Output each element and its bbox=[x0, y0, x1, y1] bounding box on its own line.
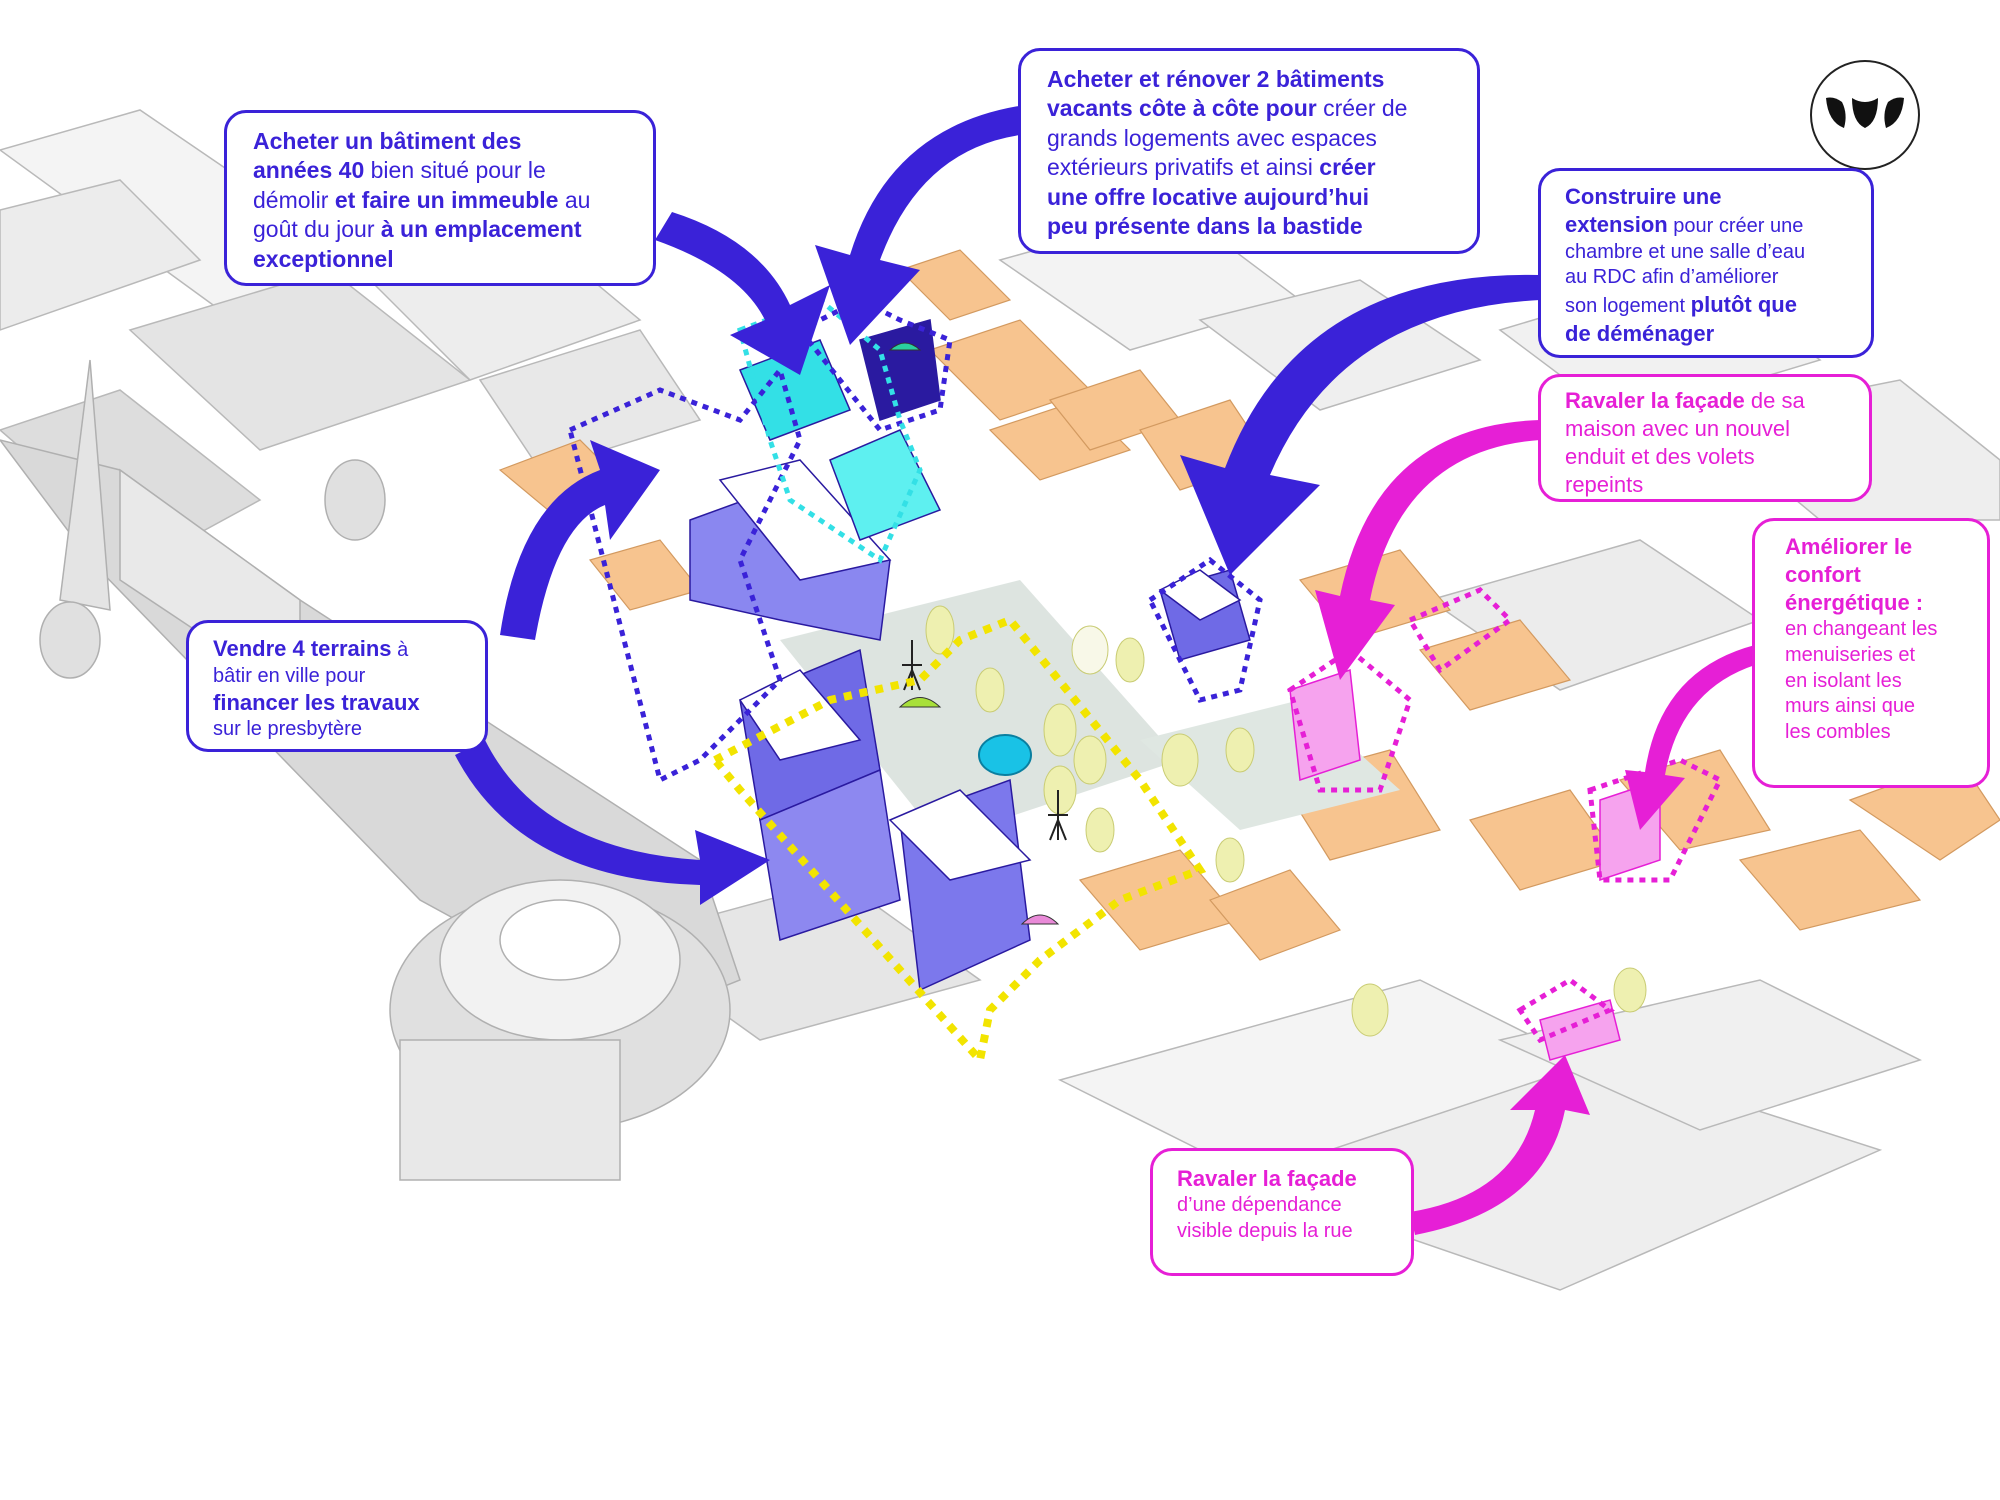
c3-line3: chambre et une salle d’eau bbox=[1565, 240, 1806, 263]
arrow-to-40s-building bbox=[655, 212, 830, 375]
blue-arrows bbox=[455, 105, 1540, 905]
umbrella-icon bbox=[888, 342, 1060, 925]
c2-line1: Acheter et rénover 2 bâtiments bbox=[1047, 66, 1385, 92]
c6-line2: bâtir en ville pour bbox=[213, 664, 366, 687]
pool-icon bbox=[978, 734, 1032, 776]
c4-line2: maison avec un nouvel bbox=[1565, 416, 1791, 442]
callout-sell-four-lands: Vendre 4 terrains à bâtir en ville pour … bbox=[186, 620, 488, 752]
arrow-to-twin-buildings bbox=[815, 105, 1025, 345]
c3-line4: au RDC afin d’améliorer bbox=[1565, 266, 1779, 289]
c6-line1-text: à bbox=[391, 639, 409, 661]
cyan-project-outline bbox=[736, 297, 923, 564]
callout-energy-comfort: Améliorer le confort énergétique : en ch… bbox=[1752, 518, 1990, 788]
c1-line4-bold: à un emplacement bbox=[380, 216, 582, 243]
c6-line3: financer les travaux bbox=[213, 690, 420, 716]
callout-resurface-house-facade: Ravaler la façade de sa maison avec un n… bbox=[1538, 374, 1872, 502]
c4-line3: enduit et des volets bbox=[1565, 444, 1755, 470]
logo-leaves-icon bbox=[1826, 97, 1904, 128]
c3-line2-text: pour créer une bbox=[1667, 215, 1804, 238]
c2-line5: une offre locative aujourd’hui bbox=[1047, 183, 1370, 210]
c1-line5: exceptionnel bbox=[253, 245, 394, 272]
c1-line3-bold: et faire un immeuble bbox=[334, 186, 559, 213]
c2-line6: peu présente dans la bastide bbox=[1047, 213, 1363, 240]
c3-line1: Construire une bbox=[1565, 184, 1722, 209]
blue-project-outlines bbox=[567, 297, 1263, 784]
c2-line4-text: extérieurs privatifs et ainsi bbox=[1047, 154, 1320, 181]
project-buildings bbox=[689, 319, 1251, 992]
c1-line3-tail: au bbox=[558, 186, 591, 213]
c3-line6: de déménager bbox=[1565, 320, 1715, 346]
c5-line4: en changeant les bbox=[1785, 618, 1938, 641]
c1-line3-text: démolir bbox=[253, 186, 335, 213]
arrow-to-extension bbox=[1180, 274, 1540, 575]
c3-line2-bold: extension bbox=[1565, 212, 1668, 238]
c5-line2: confort bbox=[1785, 562, 1861, 588]
c5-line6: en isolant les bbox=[1785, 669, 1902, 692]
c7-line2: d’une dépendance bbox=[1177, 1194, 1342, 1217]
c6-line1-bold: Vendre 4 terrains bbox=[213, 636, 392, 661]
callout-resurface-outbuilding: Ravaler la façade d’une dépendance visib… bbox=[1150, 1148, 1414, 1276]
context-buildings bbox=[0, 109, 2000, 1291]
arrow-to-outbuilding bbox=[1410, 1055, 1590, 1235]
arrow-sell-lands-top bbox=[500, 440, 660, 640]
c3-line5-text: son logement bbox=[1565, 294, 1691, 317]
c2-line4-bold: créer bbox=[1319, 154, 1376, 181]
callout-buy-1940s-building: Acheter un bâtiment des années 40 bien s… bbox=[224, 110, 656, 286]
c5-line8: les combles bbox=[1785, 720, 1891, 743]
c7-line1: Ravaler la façade bbox=[1177, 1166, 1357, 1191]
c2-line2-bold: vacants côte à côte pour bbox=[1047, 95, 1317, 122]
c5-line7: murs ainsi que bbox=[1785, 695, 1916, 718]
c2-line3: grands logements avec espaces bbox=[1047, 124, 1377, 151]
c6-line4: sur le presbytère bbox=[213, 718, 362, 741]
arrow-to-energy-house bbox=[1625, 645, 1755, 830]
c1-line4-text: goût du jour bbox=[253, 216, 381, 243]
callout-build-extension: Construire une extension pour créer une … bbox=[1538, 168, 1874, 358]
c4-line1-bold: Ravaler la façade bbox=[1565, 388, 1745, 413]
callout-renovate-two-buildings: Acheter et rénover 2 bâtiments vacants c… bbox=[1018, 48, 1480, 254]
church-complex bbox=[0, 359, 741, 1181]
c7-line3: visible depuis la rue bbox=[1177, 1219, 1353, 1242]
c1-line2-bold: années 40 bbox=[253, 157, 365, 184]
c5-line5: menuiseries et bbox=[1785, 644, 1916, 667]
yellow-project-outline bbox=[708, 615, 1207, 1069]
c4-line1-text: de sa bbox=[1744, 388, 1805, 413]
c1-line1: Acheter un bâtiment des bbox=[253, 128, 522, 154]
c5-line3: énergétique : bbox=[1785, 590, 1924, 616]
c4-line4: repeints bbox=[1565, 472, 1644, 498]
c2-line2-text: créer de bbox=[1316, 95, 1408, 122]
c3-line5-bold: plutôt que bbox=[1690, 291, 1797, 317]
pink-arrows bbox=[1315, 420, 1755, 1235]
trees bbox=[925, 605, 1647, 1037]
arrow-to-facade-house bbox=[1315, 420, 1540, 680]
c1-line2-text: bien situé pour le bbox=[364, 157, 546, 184]
arrow-sell-lands-bottom bbox=[455, 740, 770, 905]
logo bbox=[1810, 60, 1920, 170]
c5-line1: Améliorer le bbox=[1785, 534, 1913, 559]
